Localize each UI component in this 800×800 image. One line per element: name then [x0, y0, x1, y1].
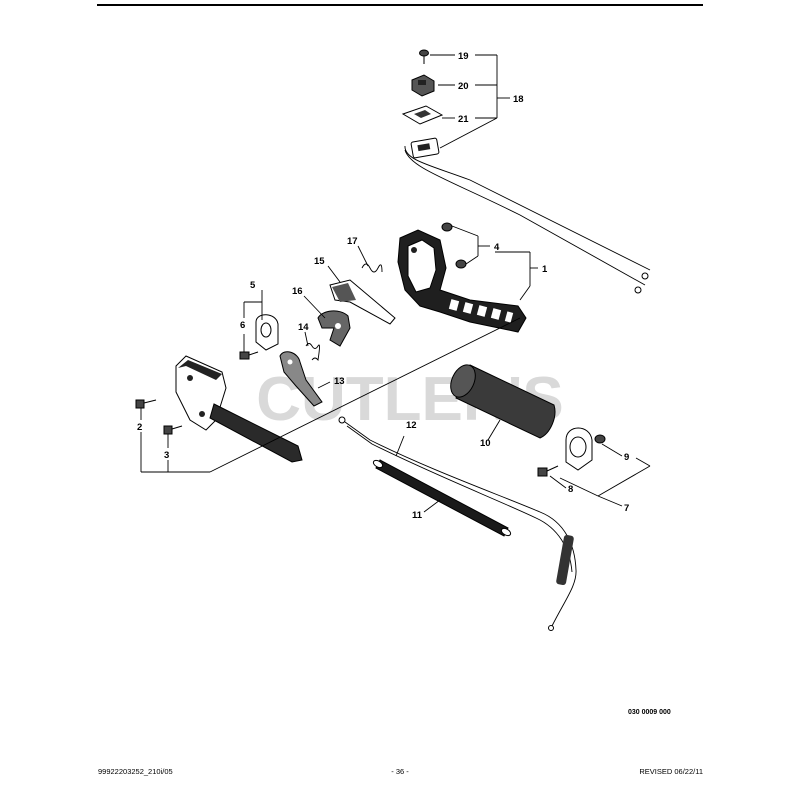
- callout-9: 9: [624, 452, 629, 463]
- callout-14: 14: [298, 322, 309, 333]
- spring-part-17: [361, 263, 383, 273]
- callout-19: 19: [458, 51, 469, 62]
- grip-part-10: [450, 364, 556, 439]
- throttle-cable-part-12: [338, 416, 577, 631]
- footer-revision-date: REVISED 06/22/11: [639, 767, 703, 776]
- lever-part-16: [317, 310, 351, 347]
- callout-10: 10: [480, 438, 491, 449]
- callout-15: 15: [314, 256, 325, 267]
- diagram-code: 030 0009 000: [628, 709, 671, 716]
- conduit-part-11: [372, 459, 512, 537]
- callout-7: 7: [624, 503, 629, 514]
- switch-wire-part-18: [404, 137, 651, 294]
- throttle-housing: [175, 355, 303, 463]
- clamp-part-7: [565, 427, 593, 471]
- callout-8: 8: [568, 484, 573, 495]
- callout-3: 3: [164, 450, 169, 461]
- callout-2: 2: [137, 422, 142, 433]
- callout-4: 4: [494, 242, 500, 253]
- callout-21: 21: [458, 114, 469, 125]
- callout-17: 17: [347, 236, 358, 247]
- callout-12: 12: [406, 420, 417, 431]
- top-rule: [97, 4, 703, 6]
- bolt-part-8: [537, 465, 559, 477]
- footer-page-number: - 36 -: [391, 767, 409, 776]
- spring-part-14: [305, 343, 320, 362]
- nut-part-9: [594, 434, 606, 444]
- lever-part-13: [279, 351, 323, 407]
- callout-20: 20: [458, 81, 469, 92]
- handle-housing-part-1: [397, 229, 527, 333]
- callout-1: 1: [542, 264, 548, 275]
- screw-part-19: [419, 49, 429, 64]
- plate-part-21: [401, 105, 444, 125]
- switch-part-20: [411, 74, 435, 97]
- footer-document-id: 99922203252_210i/05: [98, 767, 173, 776]
- callout-16: 16: [292, 286, 303, 297]
- callout-6: 6: [240, 320, 245, 331]
- callout-18: 18: [513, 94, 524, 105]
- leader-lines: [140, 54, 651, 513]
- throttle-trigger-part-15: [329, 279, 396, 325]
- screw-part-2: [135, 399, 157, 409]
- screw-part-3: [163, 425, 183, 435]
- callout-5: 5: [250, 280, 256, 291]
- clamp-part-5: [255, 314, 279, 351]
- callout-13: 13: [334, 376, 345, 387]
- callout-11: 11: [412, 510, 423, 521]
- bolt-part-6: [239, 351, 259, 360]
